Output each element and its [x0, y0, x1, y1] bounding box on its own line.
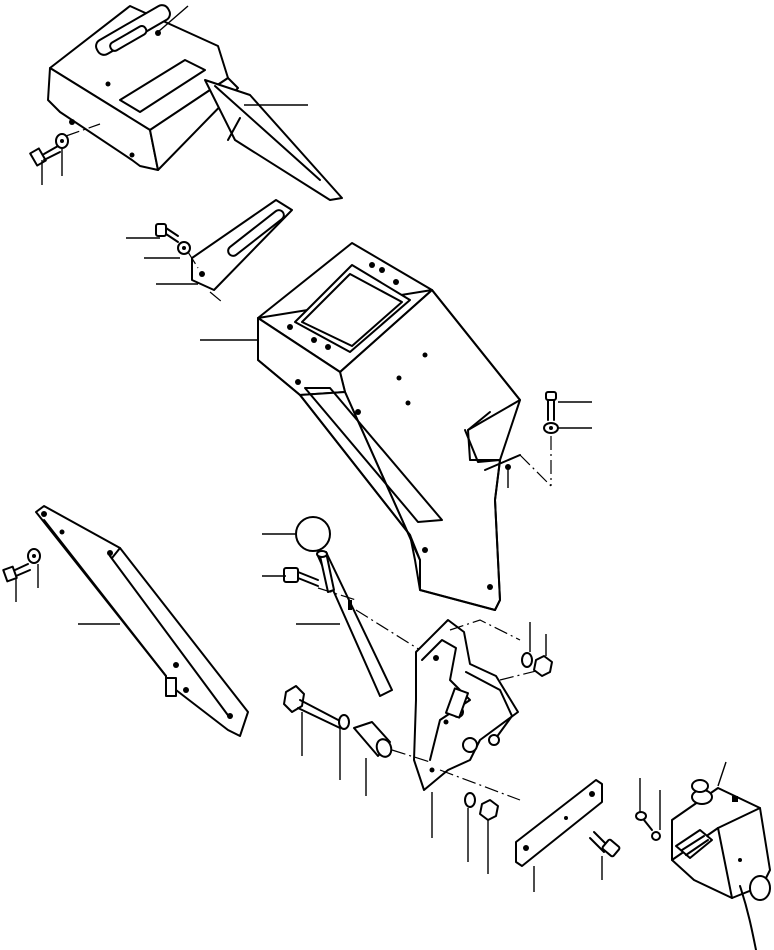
bolt-mounting-plate: [589, 831, 621, 858]
callout-leaders: [15, 5, 727, 892]
top-cover: [47, 4, 343, 201]
long-bolt: [283, 685, 343, 729]
bolt-switch: [635, 811, 661, 841]
bolt-side-panel: [2, 548, 41, 583]
control-lever: [316, 550, 393, 697]
nut-bracket-upper: [521, 652, 553, 677]
bolt-lever: [283, 567, 319, 587]
control-switch: [671, 779, 771, 950]
bolt-housing-right: [543, 391, 559, 434]
control-box-housing: [257, 242, 521, 611]
bolt-cover-plate: [155, 223, 191, 255]
lever-bracket-assembly: [413, 619, 519, 791]
lever-knob: [295, 516, 331, 552]
side-panel: [35, 505, 249, 737]
nut-bracket-lower: [464, 792, 499, 821]
mounting-plate: [515, 779, 603, 867]
washer-long-bolt: [338, 714, 350, 730]
spacer-collar: [353, 721, 393, 758]
cover-plate: [191, 199, 293, 291]
